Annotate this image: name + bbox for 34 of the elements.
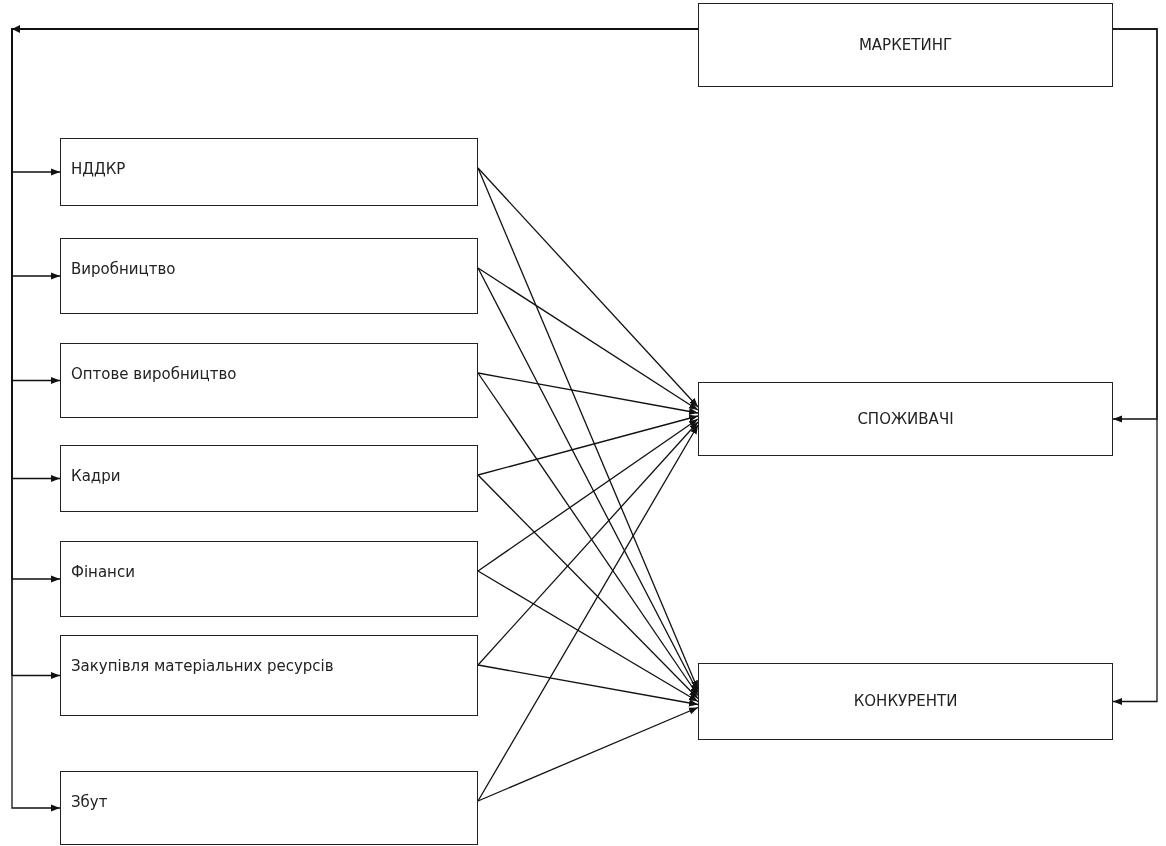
arrow bbox=[477, 706, 699, 802]
process-box bbox=[698, 382, 1113, 456]
box-label: Виробництво bbox=[71, 259, 176, 280]
process-box bbox=[60, 635, 478, 716]
box-label: НДДКР bbox=[71, 159, 126, 180]
process-box bbox=[60, 445, 478, 512]
arrow bbox=[477, 267, 699, 694]
box-label: Фінанси bbox=[71, 562, 135, 583]
process-box bbox=[60, 238, 478, 314]
arrow bbox=[477, 474, 699, 700]
arrow bbox=[477, 372, 699, 415]
process-box bbox=[698, 3, 1113, 87]
process-box bbox=[60, 343, 478, 418]
box-label: Оптове виробництво bbox=[71, 364, 237, 385]
arrow bbox=[477, 421, 699, 666]
box-label: СПОЖИВАЧІ bbox=[857, 408, 954, 430]
arrow bbox=[477, 664, 699, 707]
process-box bbox=[60, 541, 478, 617]
arrow bbox=[477, 167, 699, 408]
arrow bbox=[1112, 28, 1158, 706]
arrow bbox=[477, 418, 699, 572]
arrow bbox=[477, 372, 699, 697]
box-label: Збут bbox=[71, 792, 108, 813]
process-box bbox=[698, 663, 1113, 740]
box-label: КОНКУРЕНТИ bbox=[853, 691, 958, 713]
arrow bbox=[477, 570, 699, 703]
arrow bbox=[477, 267, 699, 411]
arrow bbox=[477, 414, 699, 476]
process-box bbox=[60, 138, 478, 206]
arrow bbox=[477, 424, 699, 802]
box-label: Кадри bbox=[71, 466, 121, 487]
box-label: МАРКЕТИНГ bbox=[858, 34, 953, 56]
process-box bbox=[60, 771, 478, 845]
box-label: Закупівля матеріальних ресурсів bbox=[71, 656, 334, 677]
